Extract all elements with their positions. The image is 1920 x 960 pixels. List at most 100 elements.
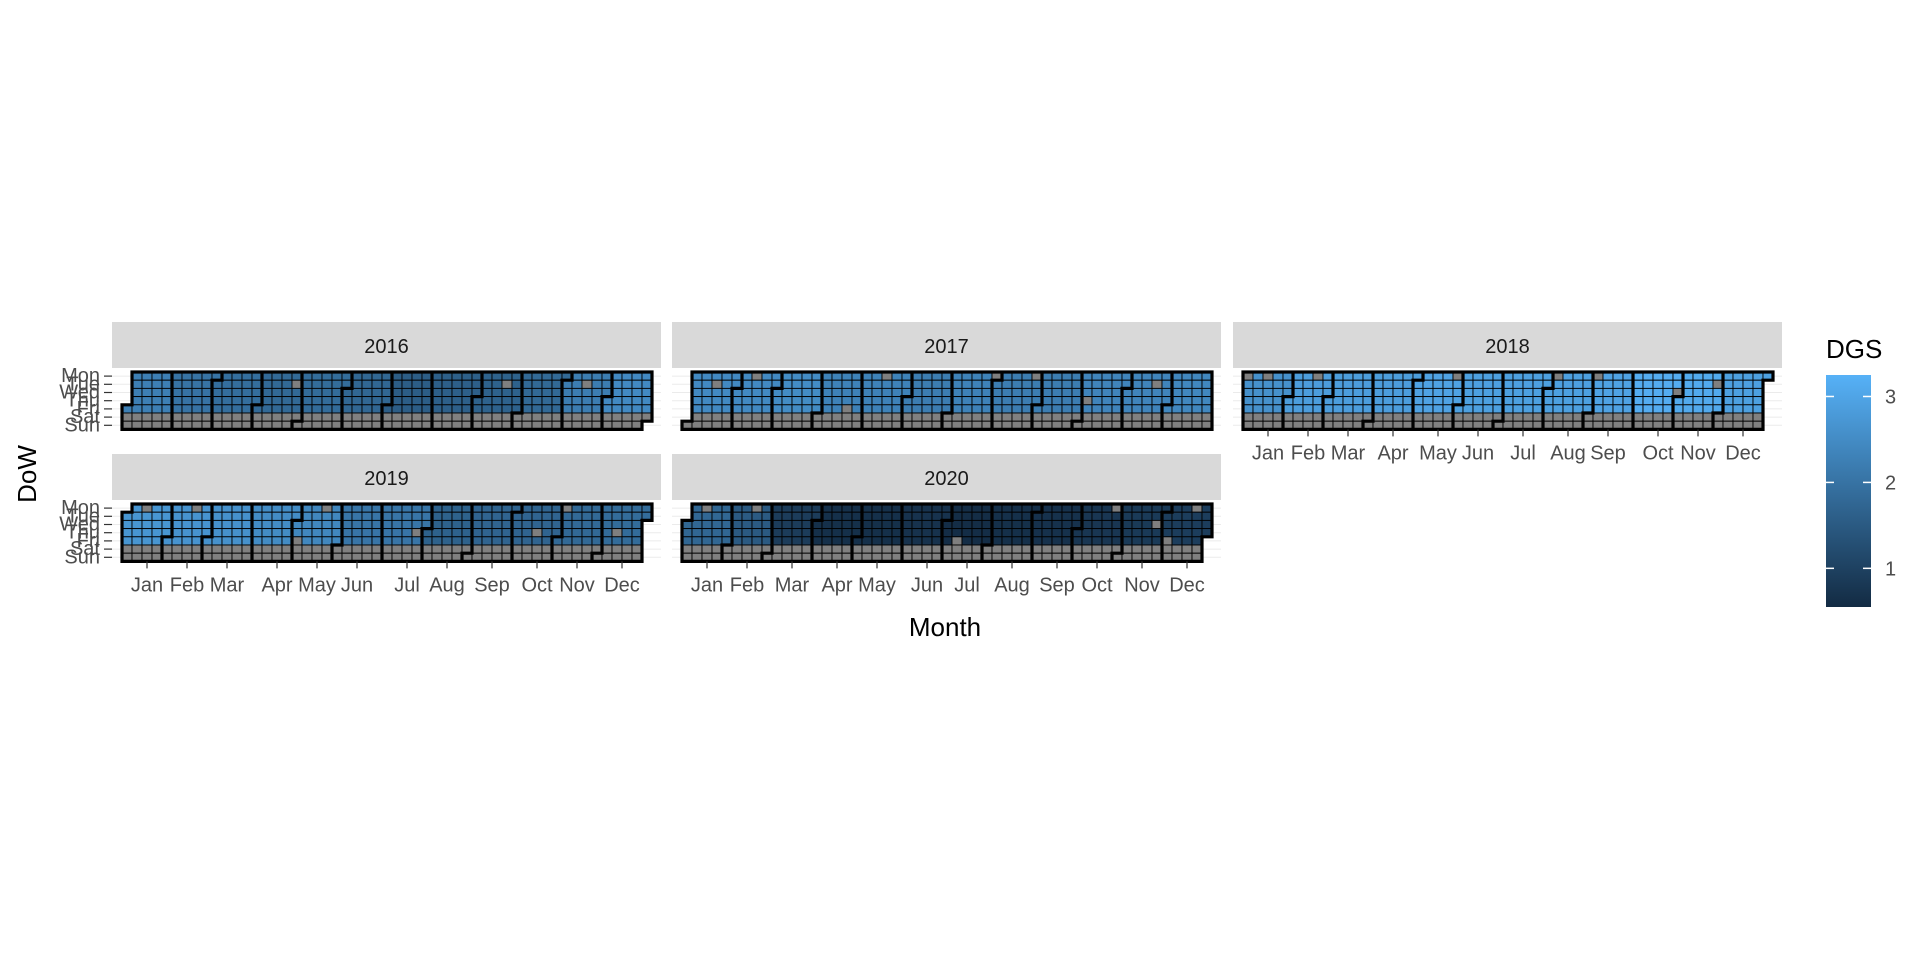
day-cell (1061, 404, 1073, 414)
day-cell (921, 528, 933, 538)
day-cell (921, 387, 933, 398)
day-cell (571, 544, 583, 554)
day-cell (481, 528, 493, 538)
month-boundary (1030, 372, 1044, 430)
day-cell (881, 544, 893, 554)
day-cell (841, 387, 853, 398)
day-cell (1642, 396, 1654, 406)
day-cell (541, 412, 553, 422)
year-outline (680, 370, 1214, 431)
day-cell (621, 528, 633, 538)
x-axis-title: Month (909, 612, 981, 642)
day-cell (261, 528, 273, 538)
month-boundary (210, 372, 224, 430)
day-cell (751, 528, 763, 538)
day-cell (581, 511, 593, 521)
day-cell (751, 404, 763, 414)
legend-tick-label: 3 (1885, 386, 1896, 408)
day-cell (781, 511, 793, 521)
day-cell (581, 404, 593, 414)
day-cell (881, 404, 893, 414)
month-boundary (730, 372, 744, 430)
day-cell (431, 536, 443, 546)
day-cell (1171, 544, 1183, 554)
day-cell (321, 379, 333, 389)
month-boundary (460, 504, 474, 562)
month-tick-label: Mar (210, 574, 245, 596)
day-cell (1482, 404, 1494, 414)
day-cell (711, 396, 723, 406)
day-cell (711, 519, 723, 530)
day-cell (881, 519, 893, 530)
day-cell (451, 511, 463, 521)
month-boundary (200, 504, 214, 562)
day-cell (971, 404, 983, 414)
day-cell (1302, 379, 1314, 389)
day-cell (231, 511, 243, 521)
day-cell (301, 536, 313, 546)
day-cell (1091, 379, 1103, 389)
day-cell (861, 544, 873, 554)
day-cell (361, 536, 373, 546)
day-cell (1051, 387, 1063, 398)
day-cell (491, 511, 503, 521)
day-cell (781, 544, 793, 554)
day-cell (391, 511, 403, 521)
day-cell (1382, 412, 1394, 422)
day-cell (261, 511, 273, 521)
day-cell (1612, 404, 1624, 414)
day-cell (361, 387, 373, 398)
day-cell (321, 404, 333, 414)
day-cell (221, 387, 233, 398)
day-cell (1332, 412, 1344, 422)
day-cell (241, 379, 253, 389)
day-cell (321, 396, 333, 406)
day-cell (311, 544, 323, 554)
day-cell (271, 544, 283, 554)
day-cell (241, 387, 253, 398)
day-cell (1332, 404, 1344, 414)
day-cell (781, 528, 793, 538)
day-cell (1141, 511, 1153, 521)
day-cell (1011, 519, 1023, 530)
day-cell (711, 404, 723, 414)
panel-strip (112, 322, 661, 368)
day-cell (1342, 396, 1354, 406)
day-cell (481, 511, 493, 521)
legend-title: DGS (1826, 334, 1882, 364)
day-cell (1742, 404, 1754, 414)
day-cell (541, 387, 553, 398)
month-tick-label: Aug (994, 574, 1030, 596)
day-cell (221, 544, 233, 554)
day-cell (311, 528, 323, 538)
day-cell (1101, 528, 1113, 538)
day-cell (371, 379, 383, 389)
day-cell (171, 544, 183, 554)
day-cell (1482, 379, 1494, 389)
day-cell (401, 544, 413, 554)
day-cell (1302, 387, 1314, 398)
day-cell (481, 519, 493, 530)
day-cell (1091, 511, 1103, 521)
day-cell (621, 544, 633, 554)
day-cell (1642, 412, 1654, 422)
day-cell (711, 387, 723, 398)
month-boundary (990, 372, 1004, 430)
day-cell (441, 396, 453, 406)
day-cell (1011, 528, 1023, 538)
month-tick-label: Apr (1377, 442, 1408, 464)
day-cell (151, 387, 163, 398)
day-cell (141, 379, 153, 389)
month-tick-label: Nov (559, 574, 595, 596)
day-cell (1302, 404, 1314, 414)
day-cell (181, 379, 193, 389)
day-cell (231, 387, 243, 398)
day-cell (961, 404, 973, 414)
day-cell (531, 519, 543, 530)
day-cell (1091, 396, 1103, 406)
day-cell (931, 396, 943, 406)
day-cell (441, 519, 453, 530)
day-cell (1131, 412, 1143, 422)
day-cell (621, 379, 633, 389)
